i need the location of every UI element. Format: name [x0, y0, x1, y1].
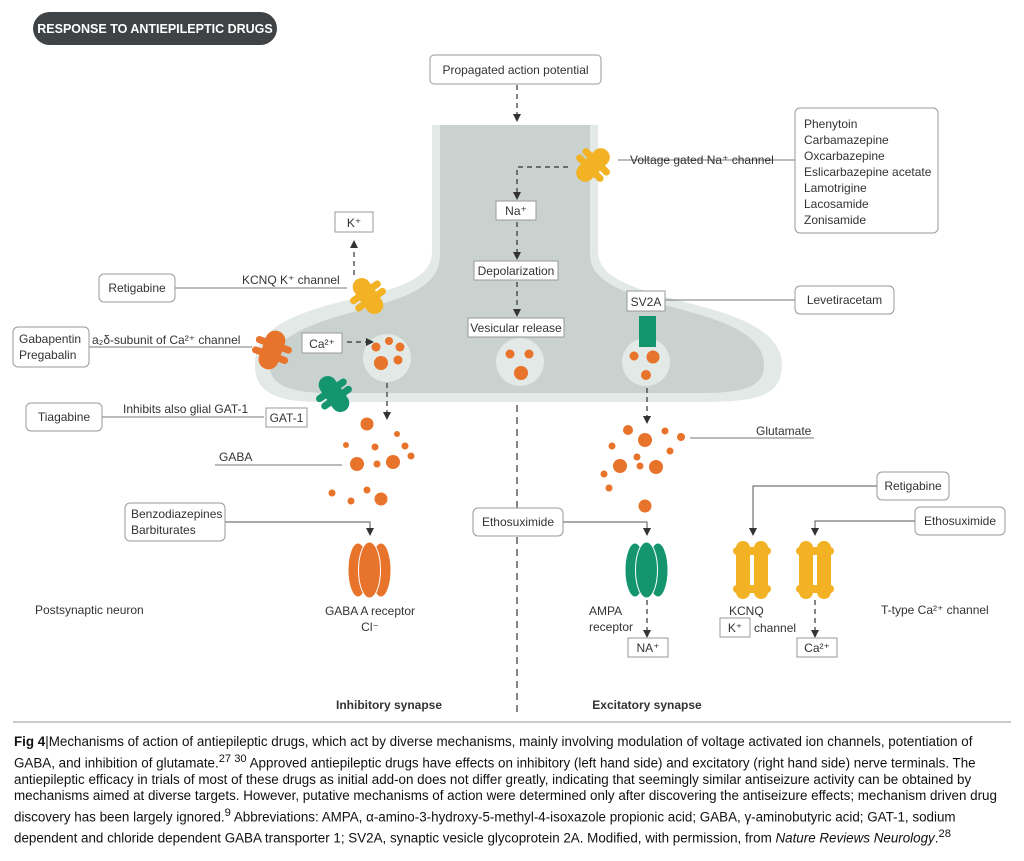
kcnq-postsynaptic-channel-icon	[733, 541, 771, 599]
vesicle-middle	[496, 338, 544, 386]
svg-text:Tiagabine: Tiagabine	[38, 410, 91, 424]
caption-ref2: 9	[224, 806, 231, 819]
svg-text:Benzodiazepines: Benzodiazepines	[131, 507, 222, 521]
svg-text:Retigabine: Retigabine	[108, 281, 166, 295]
caption-prefix: Fig 4	[14, 734, 46, 749]
t-type-label: T-type Ca²⁺ channel	[881, 603, 989, 617]
svg-text:Barbiturates: Barbiturates	[131, 523, 196, 537]
caption-ref3: 28	[938, 827, 951, 840]
svg-text:Carbamazepine: Carbamazepine	[804, 133, 889, 147]
title-text: RESPONSE TO ANTIEPILEPTIC DRUGS	[37, 22, 272, 36]
k-ion-label: K⁺	[334, 211, 374, 233]
vesicle-left	[363, 334, 411, 382]
na-channel-label: Voltage gated Na⁺ channel	[630, 153, 774, 167]
svg-text:NA⁺: NA⁺	[636, 641, 659, 655]
depolarization-label: Depolarization	[473, 260, 559, 281]
retigabine-left-box: Retigabine	[98, 273, 176, 303]
na-channel-icon	[576, 148, 610, 182]
ampa-label-line1: AMPA	[589, 604, 622, 618]
svg-text:Ethosuximide: Ethosuximide	[924, 514, 996, 528]
svg-text:Pregabalin: Pregabalin	[19, 348, 76, 362]
svg-text:Ca²⁺: Ca²⁺	[804, 641, 830, 655]
ca-channel-icon	[252, 330, 292, 370]
svg-text:Vesicular release: Vesicular release	[470, 321, 562, 335]
na-drugs-box: Phenytoin Carbamazepine Oxcarbazepine Es…	[794, 107, 939, 234]
glutamate-molecules	[600, 425, 685, 513]
svg-text:Ca²⁺: Ca²⁺	[309, 337, 335, 351]
ca-out-label: Ca²⁺	[796, 637, 838, 658]
ethosuximide-left-box: Ethosuximide	[472, 507, 564, 537]
svg-text:SV2A: SV2A	[631, 295, 662, 309]
ethosuximide-right-box: Ethosuximide	[914, 506, 1006, 536]
caption-part2: Approved antiepileptic drugs have effect…	[14, 755, 997, 825]
kcnq-channel-icon	[350, 277, 386, 315]
caption-part1: Mechanisms of action of antiepileptic dr…	[14, 734, 973, 771]
kcnq-bottom-label: KCNQ	[729, 604, 764, 618]
caption-source: Nature Reviews Neurology	[775, 830, 935, 846]
ca-ion-label: Ca²⁺	[301, 332, 343, 354]
caption-ref1: 27 30	[218, 752, 247, 765]
figure-caption: Fig 4|Mechanisms of action of antiepilep…	[14, 734, 997, 846]
ampa-receptor-icon	[624, 541, 669, 599]
svg-text:Propagated action potential: Propagated action potential	[442, 63, 588, 77]
svg-text:Lacosamide: Lacosamide	[804, 197, 869, 211]
svg-text:K⁺: K⁺	[347, 216, 361, 230]
gat1-transporter-icon	[316, 375, 352, 413]
title-banner: RESPONSE TO ANTIEPILEPTIC DRUGS	[33, 12, 277, 45]
svg-text:GAT-1: GAT-1	[270, 411, 304, 425]
gat1-note: Inhibits also glial GAT-1	[123, 402, 248, 416]
cl-ion-label: Cl⁻	[361, 620, 379, 634]
benzodiazepines-box: Benzodiazepines Barbiturates	[124, 502, 226, 542]
levetiracetam-box: Levetiracetam	[794, 285, 895, 315]
gat1-label: GAT-1	[265, 407, 308, 428]
svg-text:Zonisamide: Zonisamide	[804, 213, 866, 227]
svg-text:K⁺: K⁺	[728, 621, 742, 635]
svg-text:Na⁺: Na⁺	[505, 204, 527, 218]
excitatory-synapse-label: Excitatory synapse	[592, 698, 702, 712]
svg-text:Levetiracetam: Levetiracetam	[807, 293, 882, 307]
kcnq-channel-label: KCNQ K⁺ channel	[242, 273, 340, 287]
ampa-label-line2: receptor	[589, 620, 633, 634]
postsynaptic-label: Postsynaptic neuron	[35, 603, 144, 617]
sv2a-label: SV2A	[626, 290, 666, 312]
sv2a-protein	[639, 316, 656, 347]
channel-word-label: channel	[754, 621, 796, 635]
gaba-label: GABA	[219, 450, 252, 464]
leader-lines	[89, 159, 814, 466]
svg-text:Gabapentin: Gabapentin	[19, 332, 81, 346]
svg-text:Retigabine: Retigabine	[884, 479, 942, 493]
svg-text:Eslicarbazepine acetate: Eslicarbazepine acetate	[804, 165, 932, 179]
vesicle-right	[622, 338, 670, 386]
ca-channel-label: a₂δ-subunit of Ca²⁺ channel	[92, 333, 240, 347]
svg-text:Lamotrigine: Lamotrigine	[804, 181, 867, 195]
svg-text:Depolarization: Depolarization	[478, 264, 555, 278]
action-potential-label: Propagated action potential	[429, 54, 602, 85]
mechanism-diagram: RESPONSE TO ANTIEPILEPTIC DRUGS	[12, 12, 1011, 723]
caption-part4: .	[934, 830, 939, 846]
gabapentin-box: Gabapentin Pregabalin	[12, 326, 90, 368]
vesicular-release-label: Vesicular release	[467, 317, 565, 338]
postsynaptic-membrane	[35, 548, 995, 595]
retigabine-right-box: Retigabine	[876, 471, 950, 501]
svg-text:Ethosuximide: Ethosuximide	[482, 515, 554, 529]
drug-target-arrows	[225, 485, 915, 536]
svg-text:Oxcarbazepine: Oxcarbazepine	[804, 149, 885, 163]
k-bottom-label: K⁺	[719, 617, 751, 638]
na-out-label: NA⁺	[627, 637, 669, 658]
gaba-a-receptor-label: GABA A receptor	[325, 604, 415, 618]
svg-text:Phenytoin: Phenytoin	[804, 117, 857, 131]
tiagabine-box: Tiagabine	[25, 402, 103, 432]
signal-flow-arrows	[347, 85, 819, 638]
gaba-a-receptor-icon	[347, 541, 392, 599]
glutamate-label: Glutamate	[756, 424, 812, 438]
caption-part3: Abbreviations: AMPA, α-amino-3-hydroxy-5…	[14, 809, 956, 846]
gaba-molecules	[328, 417, 415, 506]
na-ion-label: Na⁺	[495, 200, 537, 221]
t-type-ca-channel-icon	[796, 541, 834, 599]
inhibitory-synapse-label: Inhibitory synapse	[336, 698, 442, 712]
